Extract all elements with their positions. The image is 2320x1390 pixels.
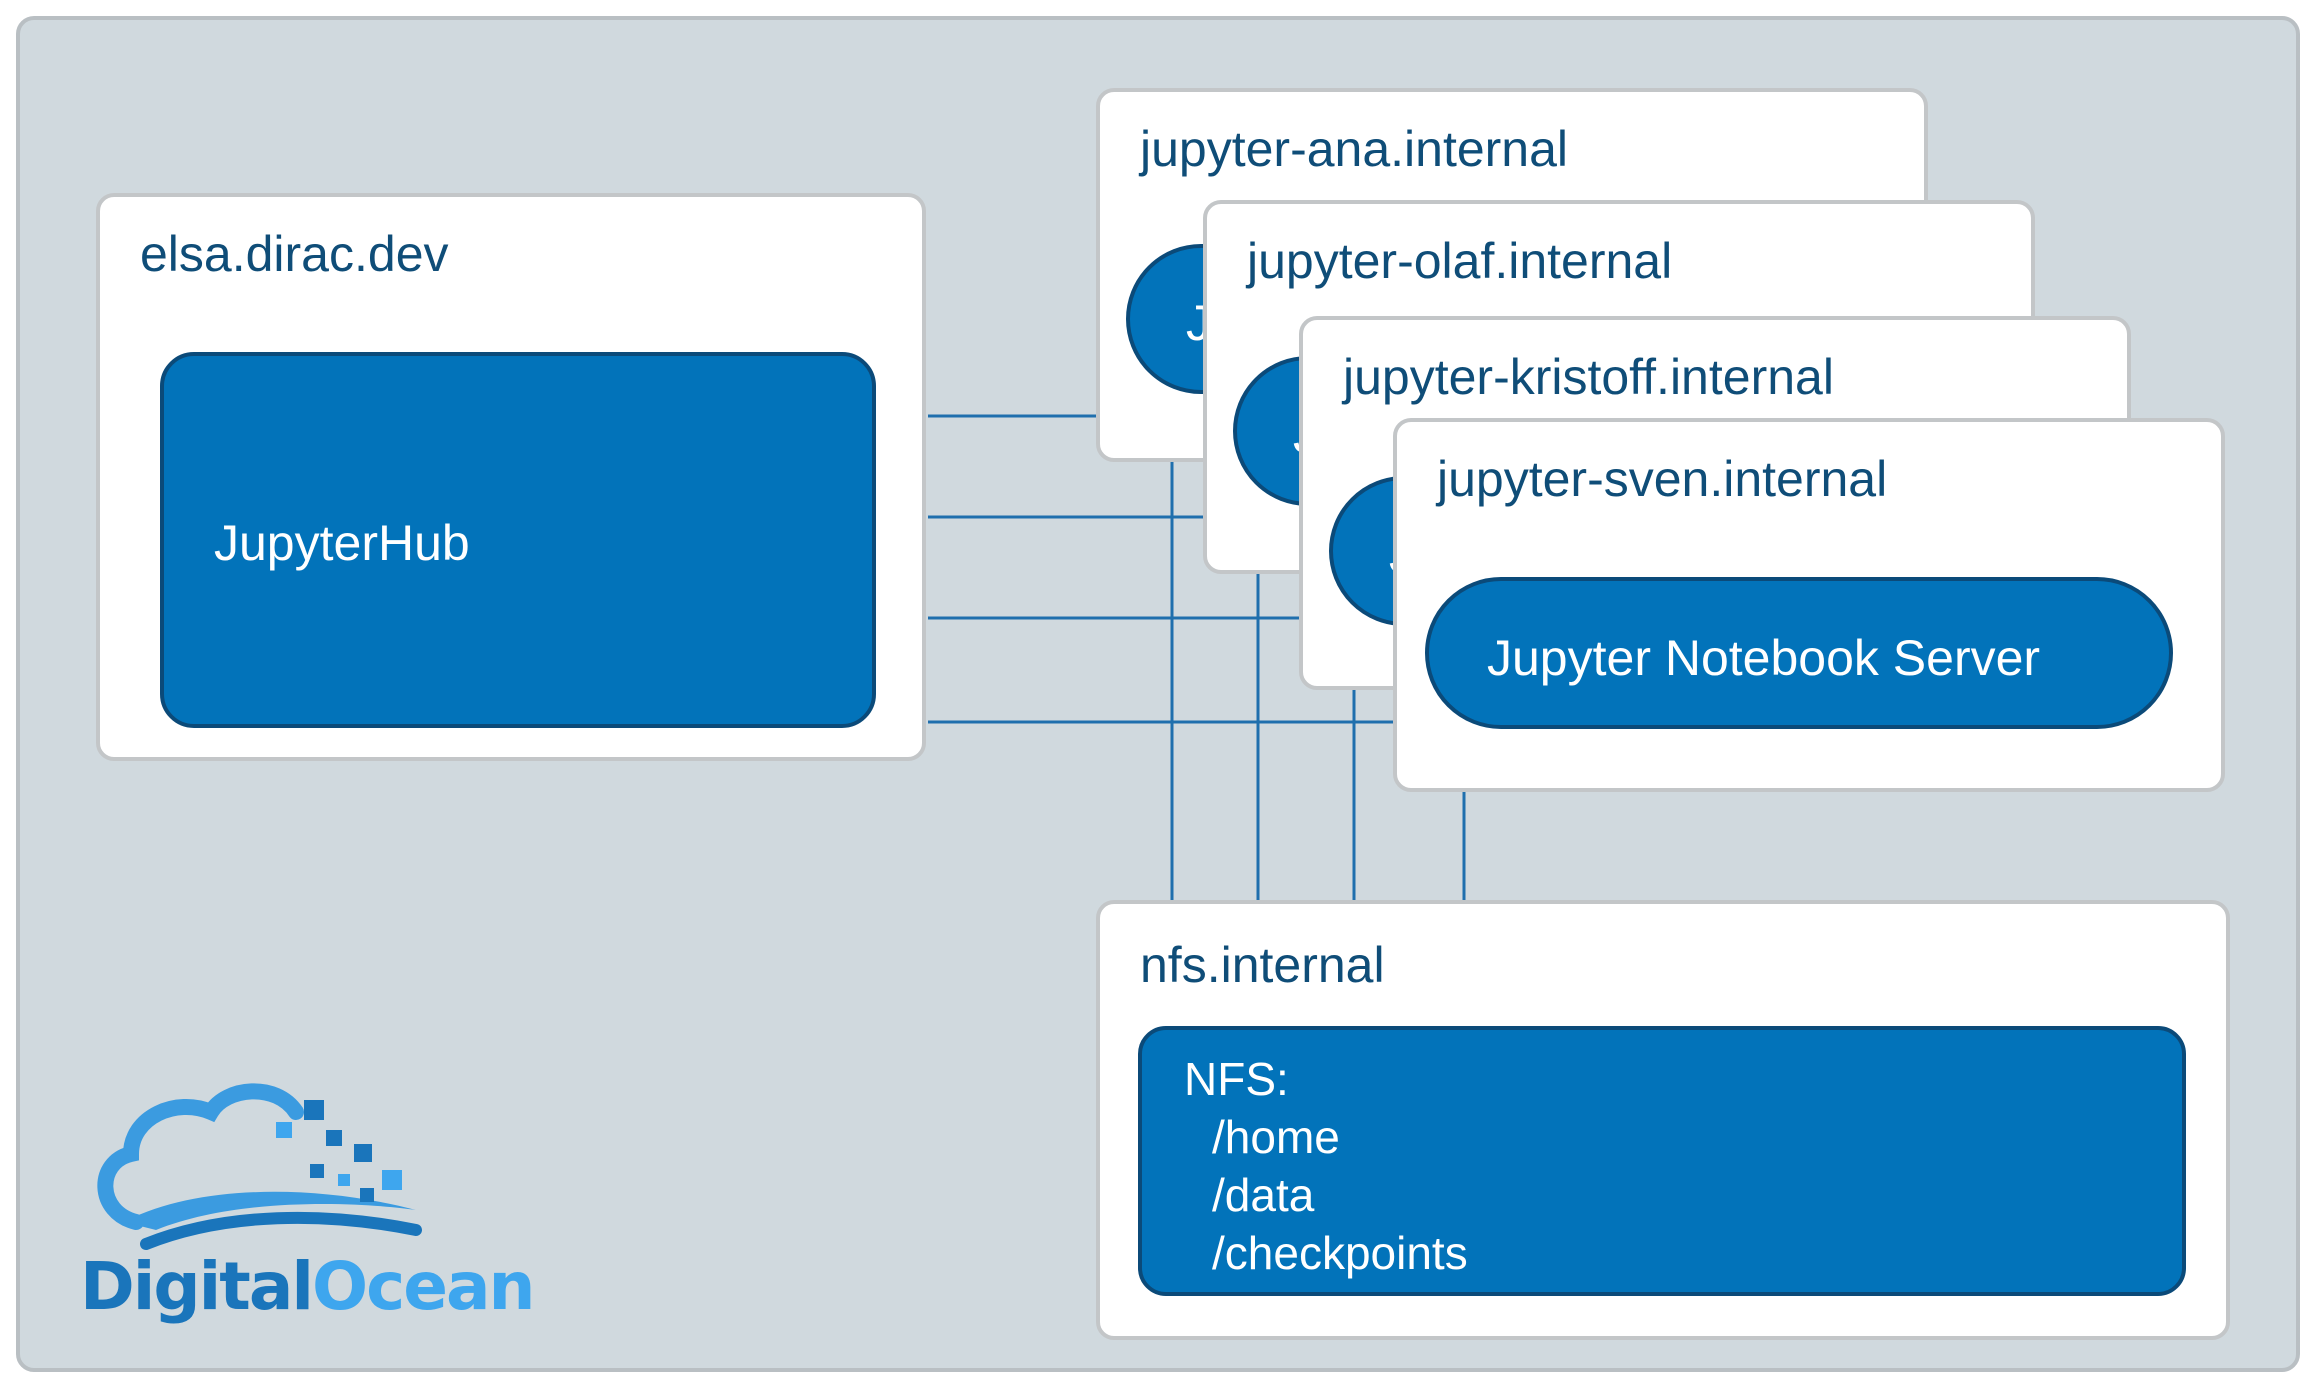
nfs-header: NFS: [1184,1053,1289,1105]
notebook-server-label-sven: Jupyter Notebook Server [1487,630,2041,686]
user-host-title-ana: jupyter-ana.internal [1140,121,1569,177]
wordmark-ocean: Ocean [312,1248,536,1325]
jupyterhub-box: JupyterHub [160,352,876,728]
digitalocean-wordmark: DigitalOcean [80,1248,536,1325]
user-host-card-sven: jupyter-sven.internal Jupyter Notebook S… [1393,418,2225,792]
wordmark-digital: Digital [80,1248,314,1325]
nfs-host-card: nfs.internal NFS: /home /data /checkpoin… [1096,900,2230,1340]
user-host-title-sven: jupyter-sven.internal [1437,451,1888,507]
nfs-host-title: nfs.internal [1140,937,1385,993]
user-host-title-olaf: jupyter-olaf.internal [1247,233,1673,289]
nfs-path-home: /home [1212,1111,1340,1163]
user-host-title-kristoff: jupyter-kristoff.internal [1343,349,1834,405]
digitalocean-logo: DigitalOcean [76,1072,536,1332]
cloud-icon [97,1083,422,1250]
nfs-path-data: /data [1212,1169,1315,1221]
hub-host-card: elsa.dirac.dev JupyterHub [96,193,926,761]
notebook-server-pill-sven: Jupyter Notebook Server [1425,577,2173,729]
nfs-path-checkpoints: /checkpoints [1212,1227,1468,1279]
hub-host-title: elsa.dirac.dev [140,226,449,282]
nfs-share-box: NFS: /home /data /checkpoints [1138,1026,2186,1296]
jupyterhub-label: JupyterHub [214,515,470,571]
